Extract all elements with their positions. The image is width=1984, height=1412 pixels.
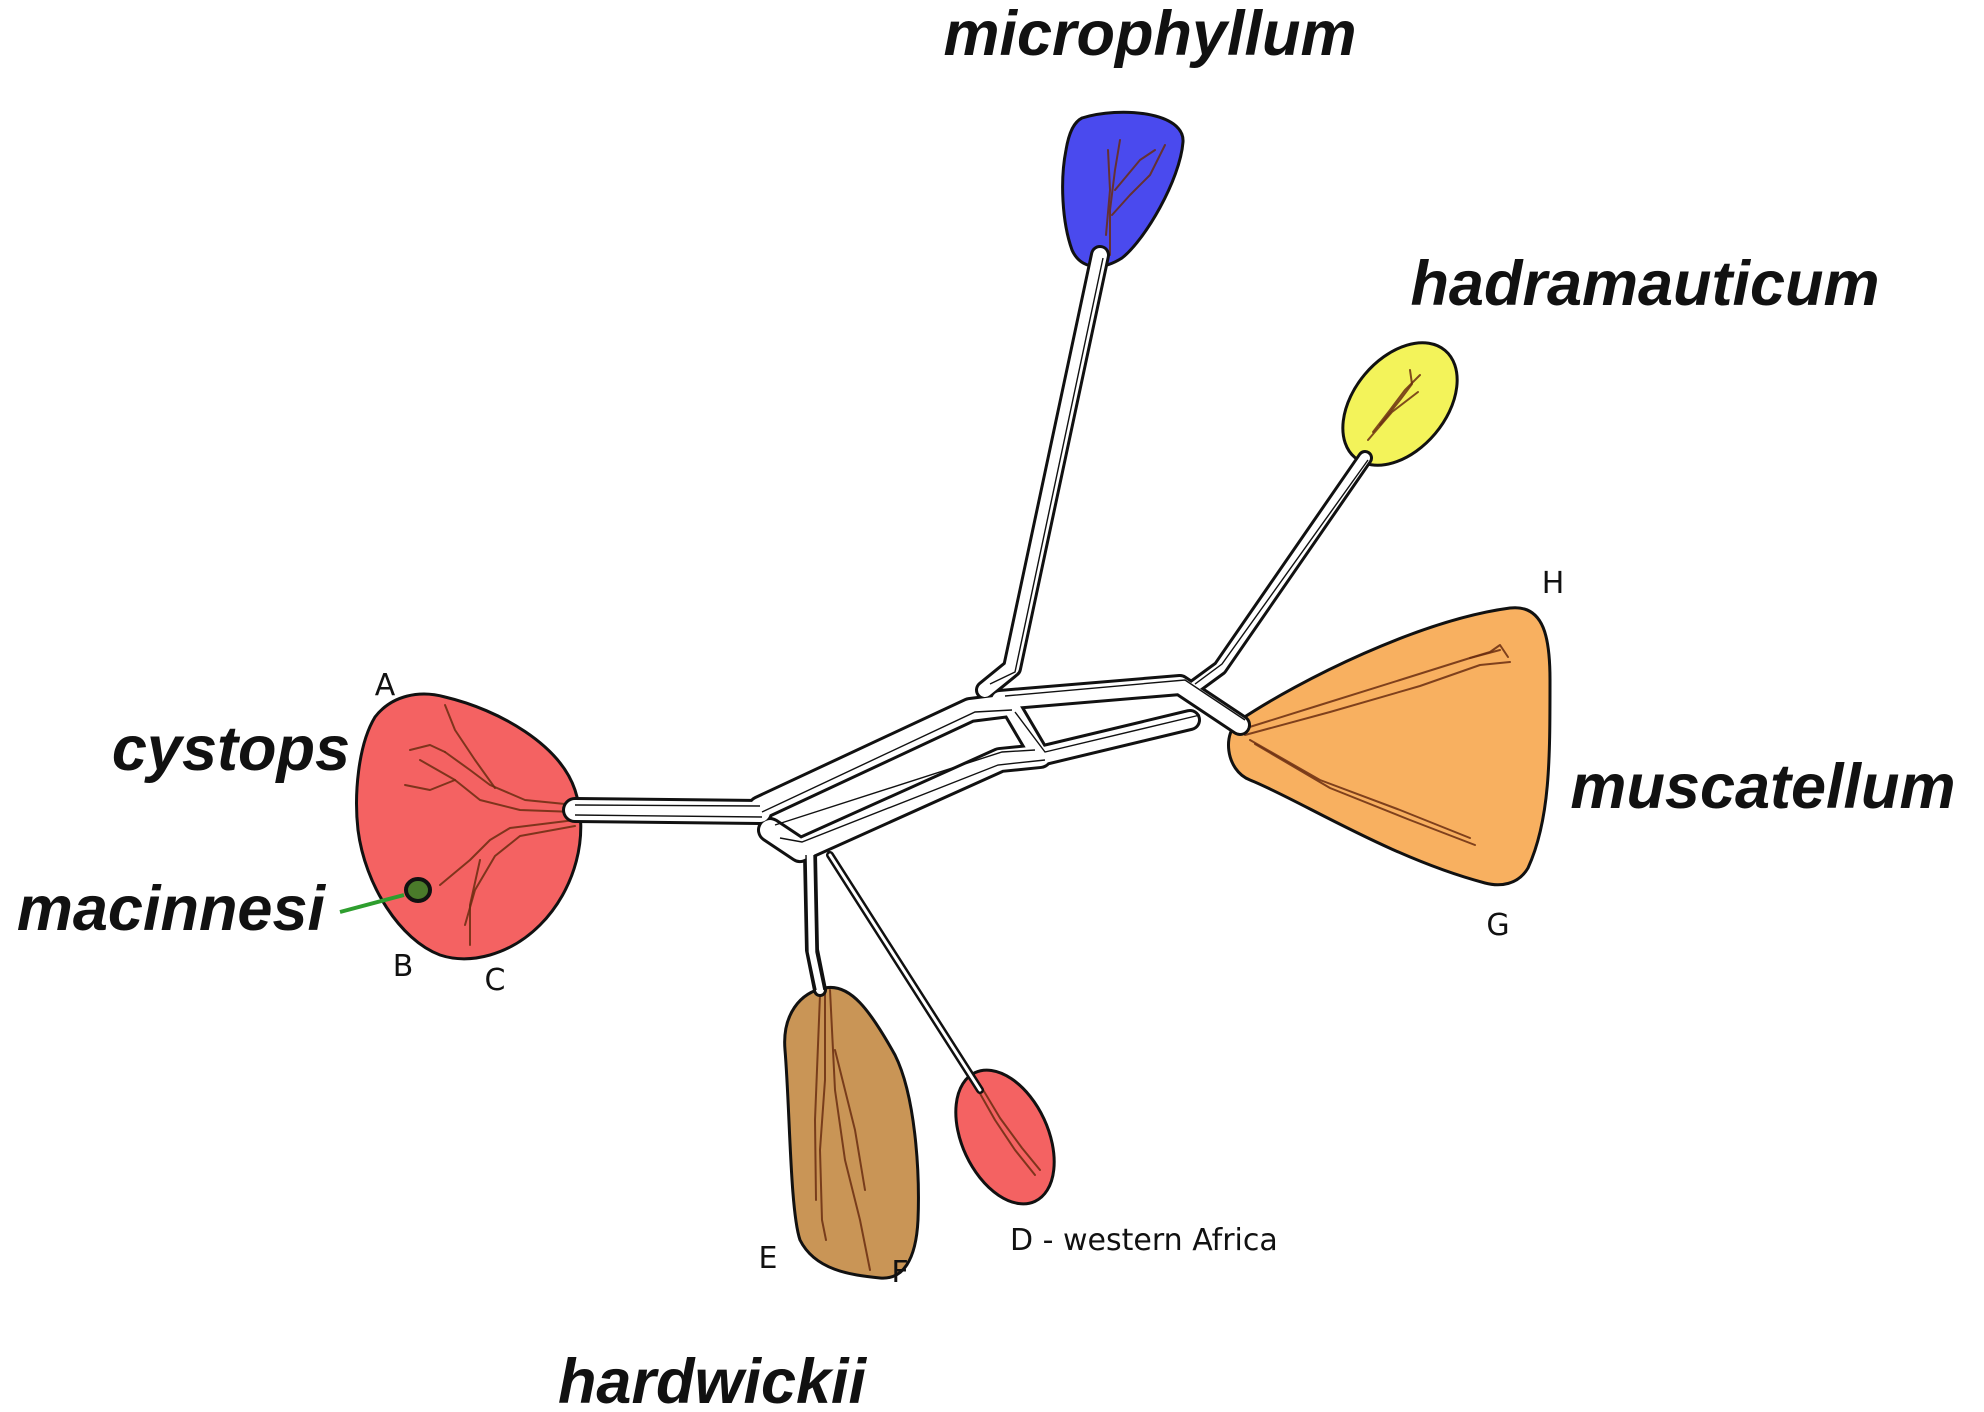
macinnesi-pointer-line [339,893,405,914]
cluster-letter-a: A [375,668,396,703]
macinnesi-hull [404,877,432,903]
western-africa-hull [954,1068,1056,1206]
taxon-labels: microphyllum hadramauticum cystops macin… [17,0,1956,1412]
network-edges [562,245,1373,1094]
cluster-letter-d: D - western Africa [1010,1223,1278,1258]
muscatellum-hull [1227,606,1552,887]
label-microphyllum: microphyllum [943,0,1356,69]
cluster-hulls [355,110,1552,1280]
hadramauticum-hull [1341,341,1459,467]
edge-bundle-strands [574,257,1369,991]
cluster-letter-g: G [1486,908,1509,943]
cluster-letter-h: H [1542,566,1565,601]
label-cystops: cystops [112,714,350,784]
inner-subtrees [404,139,1511,1271]
cystops-hull [355,692,583,961]
label-hardwickii: hardwickii [558,1347,868,1412]
label-hadramauticum: hadramauticum [1410,249,1879,319]
hardwickii-hull [783,985,920,1280]
cluster-letter-c: C [485,963,506,998]
cluster-letter-b: B [393,949,414,984]
cluster-letter-e: E [759,1241,778,1276]
edge-bundle-outlines [562,245,1373,1094]
label-macinnesi: macinnesi [17,874,327,944]
edge-bundle-fills [565,248,1370,1092]
microphyllum-hull [1061,110,1185,268]
cluster-letters: A B C D - western Africa E F G H [375,566,1565,1290]
label-muscatellum: muscatellum [1570,752,1955,822]
cluster-letter-f: F [891,1255,908,1290]
